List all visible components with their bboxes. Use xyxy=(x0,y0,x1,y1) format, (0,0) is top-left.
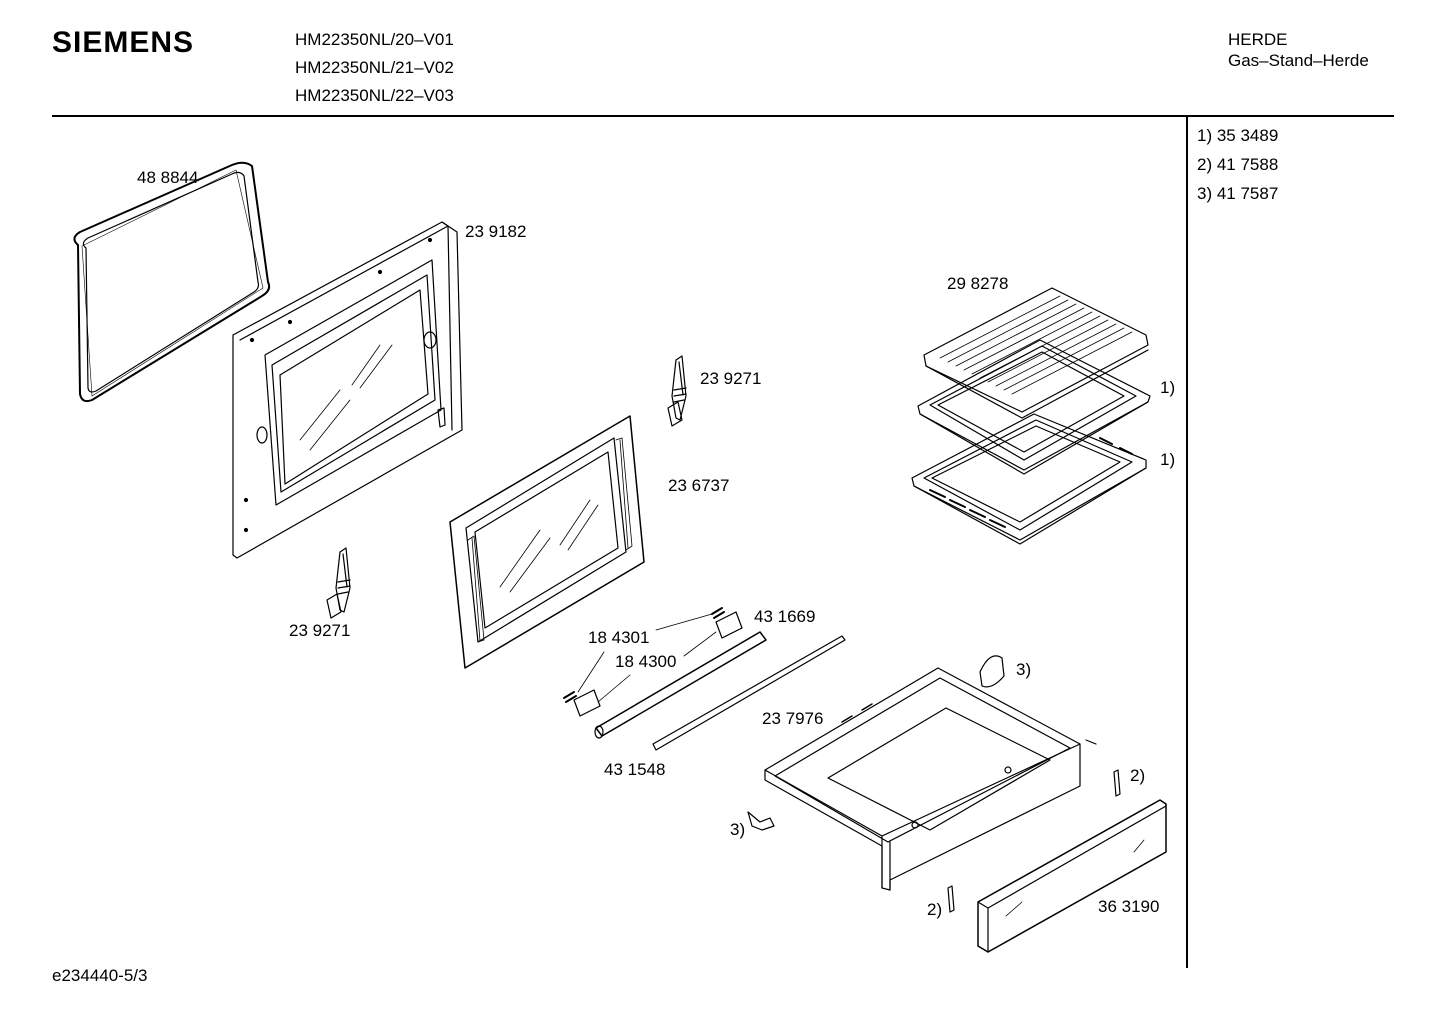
category-subtitle: Gas–Stand–Herde xyxy=(1228,51,1369,70)
door-hinge-right xyxy=(668,356,686,426)
part-label-tray-upper: 1) xyxy=(1160,378,1176,397)
door-outer-glass xyxy=(450,416,644,668)
part-label-hinge-right: 23 9271 xyxy=(700,369,762,388)
part-label-drawer-clip-top: 3) xyxy=(1016,660,1032,679)
note-2: 2) 41 7588 xyxy=(1197,155,1279,174)
oven-rack xyxy=(924,288,1148,418)
part-label-runner-right: 2) xyxy=(1130,766,1146,785)
part-label-spacer-1: 18 4301 xyxy=(588,628,650,647)
handle-trim-strip xyxy=(653,636,845,750)
oven-handle xyxy=(564,608,766,738)
part-label-door-frame: 23 9182 xyxy=(465,222,527,241)
part-label-handle-strip: 43 1548 xyxy=(604,760,666,779)
header-divider xyxy=(52,115,1394,117)
part-label-spacer-2: 18 4300 xyxy=(615,652,677,671)
part-label-gasket: 48 8844 xyxy=(137,168,199,187)
part-label-handle-cap: 43 1669 xyxy=(754,607,816,626)
part-label-door-glass: 23 6737 xyxy=(668,476,730,495)
model-number-3: HM22350NL/22–V03 xyxy=(295,86,454,105)
door-inner-frame xyxy=(233,222,462,558)
part-label-drawer-clip-left: 3) xyxy=(730,820,746,839)
part-label-hinge-left: 23 9271 xyxy=(289,621,351,640)
baking-tray-lower xyxy=(912,414,1146,544)
model-number-1: HM22350NL/20–V01 xyxy=(295,30,454,49)
drawer-runner-clips xyxy=(748,656,1120,912)
part-label-rack: 29 8278 xyxy=(947,274,1009,293)
part-label-tray-lower: 1) xyxy=(1160,450,1176,469)
notes-divider xyxy=(1186,116,1188,968)
brand-logo: SIEMENS xyxy=(52,26,195,59)
baking-tray-upper xyxy=(918,340,1150,474)
drawer-front-panel xyxy=(978,800,1166,952)
note-1: 1) 35 3489 xyxy=(1197,126,1279,145)
note-3: 3) 41 7587 xyxy=(1197,184,1279,203)
door-hinge-left xyxy=(327,548,350,618)
part-label-drawer-front: 36 3190 xyxy=(1098,897,1160,916)
door-gasket xyxy=(74,163,269,401)
leader-lines xyxy=(578,614,716,702)
document-code: e234440-5/3 xyxy=(52,966,148,985)
part-label-runner-left: 2) xyxy=(927,900,943,919)
part-label-drawer: 23 7976 xyxy=(762,709,824,728)
category-title: HERDE xyxy=(1228,30,1288,49)
storage-drawer xyxy=(765,668,1096,890)
model-number-2: HM22350NL/21–V02 xyxy=(295,58,454,77)
